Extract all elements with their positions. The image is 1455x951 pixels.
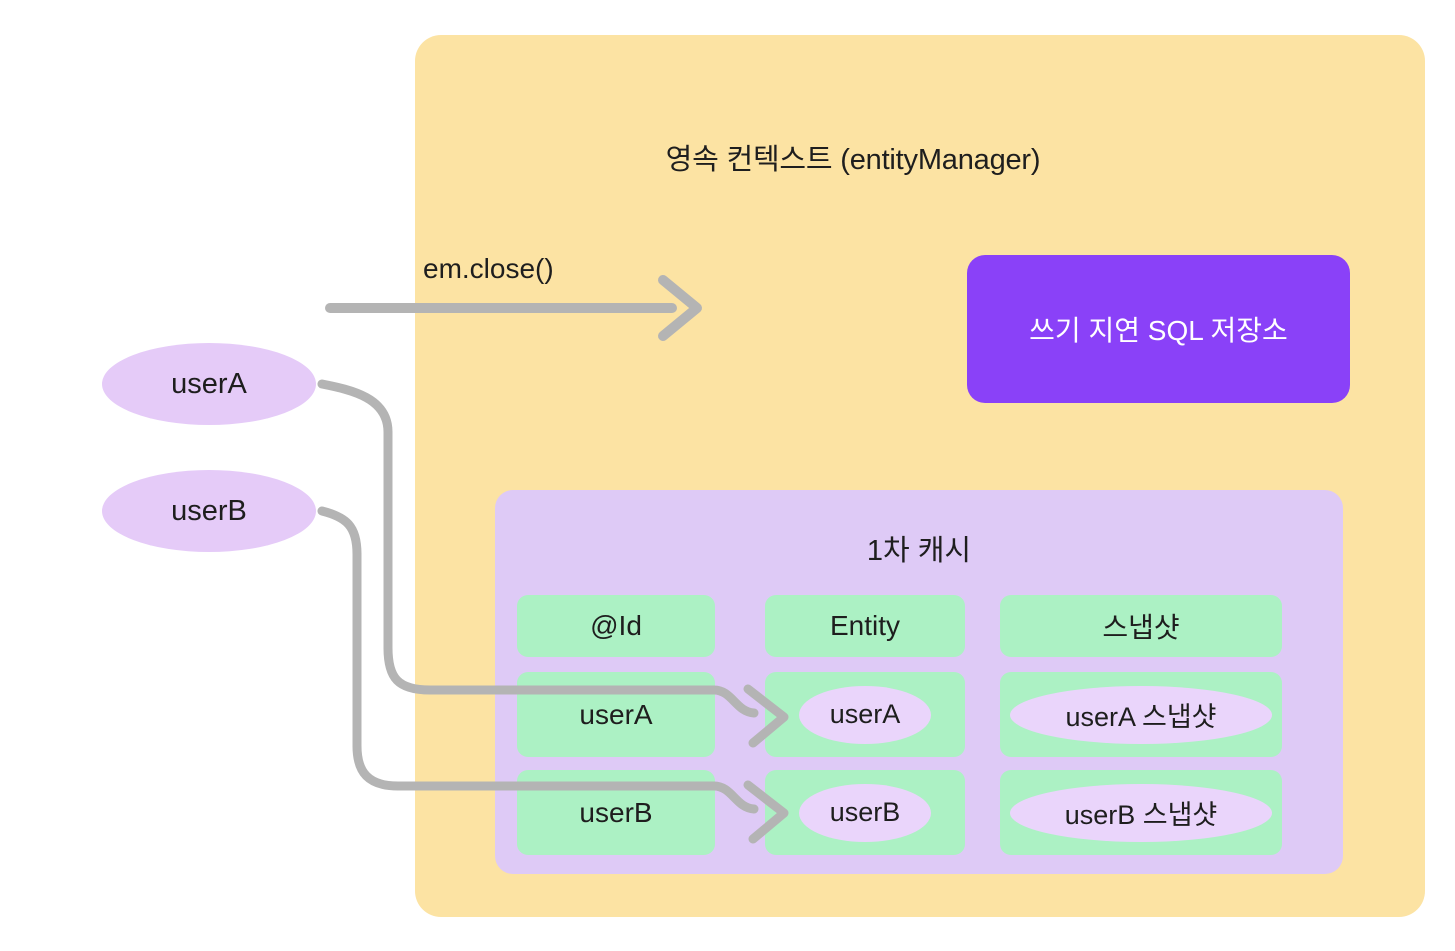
external-entity-usera: userA bbox=[102, 343, 316, 425]
entity-ellipse-usera: userA bbox=[799, 685, 931, 744]
snapshot-ellipse-userb-label: userB 스냅샷 bbox=[1064, 800, 1218, 830]
sql-store-box: 쓰기 지연 SQL 저장소 bbox=[967, 255, 1350, 403]
cache-cell-id-userb-label: userB bbox=[579, 796, 653, 828]
em-close-label: em.close() bbox=[423, 253, 554, 284]
cache-header-id: @Id bbox=[517, 595, 715, 657]
snapshot-ellipse-usera-label: userA 스냅샷 bbox=[1065, 702, 1217, 732]
cache-cell-id-usera-label: userA bbox=[579, 698, 653, 730]
cache-header-snapshot-label: 스냅샷 bbox=[1102, 612, 1180, 643]
external-entity-userb: userB bbox=[102, 470, 316, 552]
cache-cell-id-usera: userA bbox=[517, 672, 715, 757]
cache-header-snapshot: 스냅샷 bbox=[1000, 595, 1282, 657]
first-level-cache-title: 1차 캐시 bbox=[866, 535, 972, 567]
external-entity-usera-label: userA bbox=[171, 367, 247, 400]
entity-ellipse-usera-label: userA bbox=[829, 699, 901, 729]
cache-header-id-label: @Id bbox=[590, 610, 642, 641]
cache-cell-id-userb: userB bbox=[517, 770, 715, 855]
snapshot-ellipse-usera: userA 스냅샷 bbox=[1010, 685, 1272, 744]
persistence-context-title: 영속 컨텍스트 (entityManager) bbox=[665, 144, 1041, 176]
cache-cell-snapshot-usera: userA 스냅샷 bbox=[1000, 672, 1282, 757]
first-level-cache-box: 1차 캐시 @Id Entity 스냅샷 userA userA userA 스… bbox=[495, 490, 1343, 874]
entity-ellipse-userb-label: userB bbox=[829, 797, 901, 827]
cache-cell-entity-userb: userB bbox=[765, 770, 965, 855]
entity-ellipse-userb: userB bbox=[799, 783, 931, 842]
cache-header-entity-label: Entity bbox=[829, 610, 901, 641]
snapshot-ellipse-userb: userB 스냅샷 bbox=[1010, 783, 1272, 842]
cache-cell-snapshot-userb: userB 스냅샷 bbox=[1000, 770, 1282, 855]
cache-cell-entity-usera: userA bbox=[765, 672, 965, 757]
external-entity-userb-label: userB bbox=[171, 494, 247, 527]
sql-store-label: 쓰기 지연 SQL 저장소 bbox=[1029, 315, 1288, 346]
cache-header-entity: Entity bbox=[765, 595, 965, 657]
